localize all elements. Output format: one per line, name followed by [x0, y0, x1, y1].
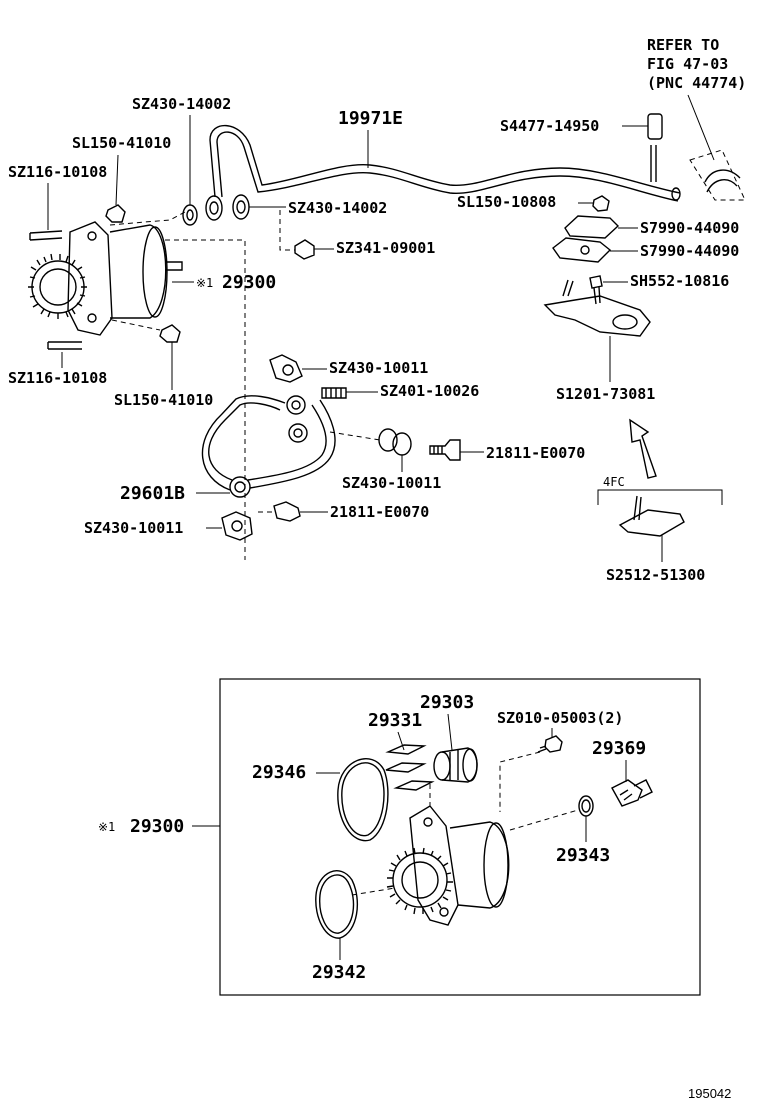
label-s4477-14950[interactable]: S4477-14950	[500, 117, 599, 135]
label-sz430-10011-mid[interactable]: SZ430-10011	[342, 474, 441, 492]
label-29369[interactable]: 29369	[592, 738, 646, 759]
label-29300-detail[interactable]: 29300	[130, 816, 184, 837]
label-sz341-09001[interactable]: SZ341-09001	[336, 239, 435, 257]
detail-o-ring-29346[interactable]	[337, 758, 389, 842]
washers-mid[interactable]	[329, 428, 412, 456]
nut-sl150-10808[interactable]	[592, 195, 610, 212]
detail-o-ring-29342[interactable]	[315, 870, 396, 939]
detail-box	[219, 678, 701, 996]
label-sl150-41010-top[interactable]: SL150-41010	[72, 134, 171, 152]
label-sz401-10026[interactable]: SZ401-10026	[380, 382, 479, 400]
label-29331[interactable]: 29331	[368, 710, 422, 731]
refer-line-1: REFER TO	[647, 36, 719, 54]
label-29346[interactable]: 29346	[252, 762, 306, 783]
label-s7990-44090-b[interactable]: S7990-44090	[640, 242, 739, 260]
label-21811-e0070-a[interactable]: 21811-E0070	[486, 444, 585, 462]
variant-4fc-group	[597, 489, 723, 537]
union-bolt-sz401[interactable]	[321, 387, 347, 399]
label-s7990-44090-a[interactable]: S7990-44090	[640, 219, 739, 237]
label-21811-e0070-b[interactable]: 21811-E0070	[330, 503, 429, 521]
label-asterisk-pump: ※1	[196, 276, 213, 290]
vacuum-pipe[interactable]	[209, 124, 681, 202]
label-29601b[interactable]: 29601B	[120, 483, 185, 504]
bolt-sz341[interactable]	[279, 210, 315, 260]
fitting-21811-a[interactable]	[429, 439, 461, 461]
label-sl150-41010-bottom[interactable]: SL150-41010	[114, 391, 213, 409]
label-asterisk-detail: ※1	[98, 820, 115, 834]
label-29342[interactable]: 29342	[312, 962, 366, 983]
fitting-s4477[interactable]	[647, 113, 663, 182]
figure-number: 195042	[688, 1086, 731, 1101]
detail-pump-body[interactable]	[386, 805, 510, 926]
vacuum-hose-29601b[interactable]	[201, 354, 336, 498]
label-sz430-10011-top[interactable]: SZ430-10011	[329, 359, 428, 377]
detail-rotor-29303[interactable]	[433, 747, 478, 783]
label-29300-pump[interactable]: 29300	[222, 272, 276, 293]
label-19971e[interactable]: 19971E	[338, 108, 403, 129]
detail-sensor-29369[interactable]	[611, 779, 653, 807]
label-s2512-51300[interactable]: S2512-51300	[606, 566, 705, 584]
clamp-sz430-bottom[interactable]	[221, 511, 253, 541]
bracket-s1201[interactable]	[543, 279, 651, 337]
clamps-s7990[interactable]	[552, 215, 620, 263]
label-sh552-10816[interactable]: SH552-10816	[630, 272, 729, 290]
arrow-up-icon	[629, 418, 657, 479]
refer-line-3: (PNC 44774)	[647, 74, 746, 92]
label-sz430-14002-mid[interactable]: SZ430-14002	[288, 199, 387, 217]
label-sz116-10108-bottom[interactable]: SZ116-10108	[8, 369, 107, 387]
washers-top[interactable]	[182, 194, 250, 226]
label-29303[interactable]: 29303	[420, 692, 474, 713]
label-sz116-10108-top[interactable]: SZ116-10108	[8, 163, 107, 181]
label-sz010-05003[interactable]: SZ010-05003(2)	[497, 709, 623, 727]
label-sz430-10011-bottom[interactable]: SZ430-10011	[84, 519, 183, 537]
fitting-21811-b[interactable]	[258, 501, 301, 522]
refer-note: REFER TO FIG 47-03 (PNC 44774)	[647, 36, 746, 201]
label-29343[interactable]: 29343	[556, 845, 610, 866]
label-sl150-10808[interactable]: SL150-10808	[457, 193, 556, 211]
detail-gasket-29343[interactable]	[509, 795, 594, 831]
detail-vanes-29331[interactable]	[385, 744, 435, 791]
bolt-sh552[interactable]	[589, 275, 603, 305]
detail-bolt-sz010[interactable]	[499, 735, 563, 812]
vacuum-pump-assembly[interactable]	[28, 204, 246, 560]
label-s1201-73081[interactable]: S1201-73081	[556, 385, 655, 403]
refer-line-2: FIG 47-03	[647, 55, 728, 73]
label-sz430-14002-top[interactable]: SZ430-14002	[132, 95, 231, 113]
label-4fc: 4FC	[603, 475, 625, 489]
